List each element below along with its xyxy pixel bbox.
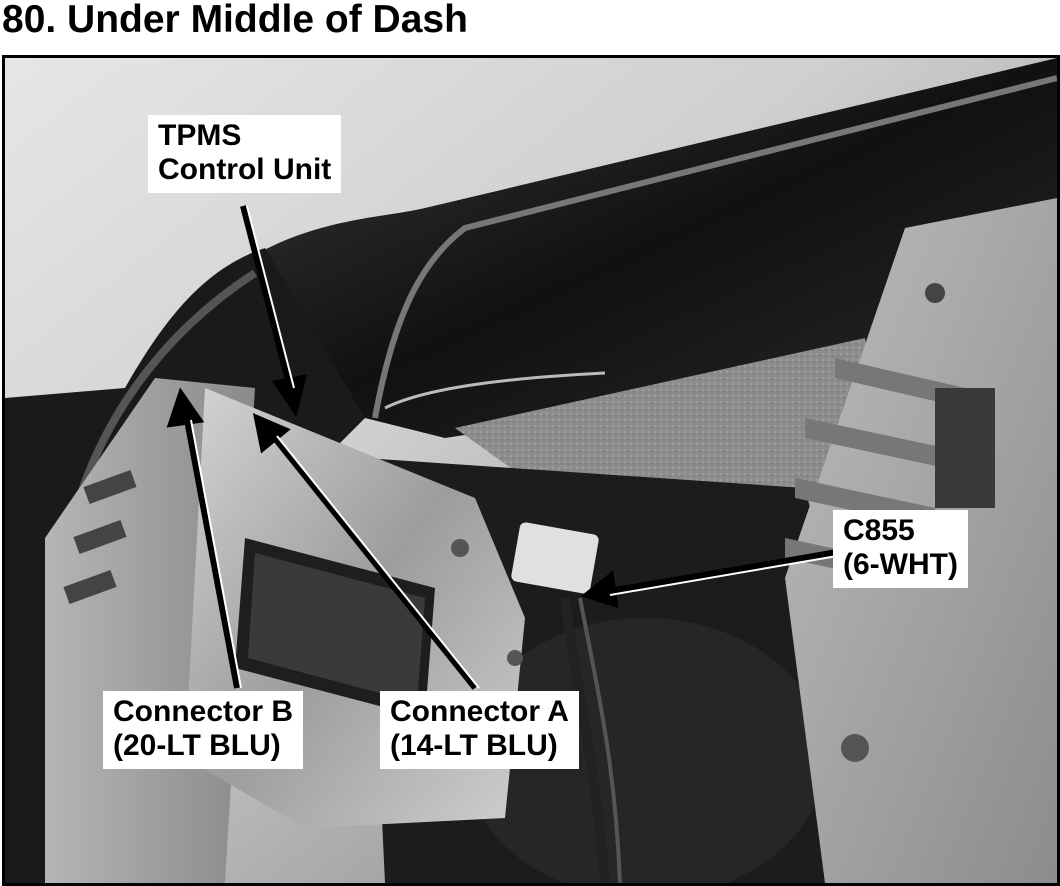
- callout-tpms-control-unit: TPMS Control Unit: [148, 115, 342, 193]
- callout-connector-b: Connector B (20-LT BLU): [103, 691, 303, 769]
- callout-connector-a: Connector A (14-LT BLU): [380, 691, 579, 769]
- callout-connector-a-line2: (14-LT BLU): [390, 729, 558, 762]
- callout-tpms-line2: Control Unit: [158, 153, 332, 186]
- callout-tpms-line1: TPMS: [158, 119, 242, 152]
- callout-connector-b-line1: Connector B: [113, 695, 293, 728]
- page-title: 80. Under Middle of Dash: [2, 0, 468, 41]
- callout-c855-line2: (6-WHT): [843, 548, 958, 581]
- callout-connector-a-line1: Connector A: [390, 695, 569, 728]
- photo: TPMS Control Unit C855 (6-WHT) Connector…: [2, 55, 1060, 886]
- callout-c855-line1: C855: [843, 514, 915, 547]
- callout-c855: C855 (6-WHT): [833, 510, 968, 588]
- callout-connector-b-line2: (20-LT BLU): [113, 729, 281, 762]
- callout-arrows: [166, 205, 844, 690]
